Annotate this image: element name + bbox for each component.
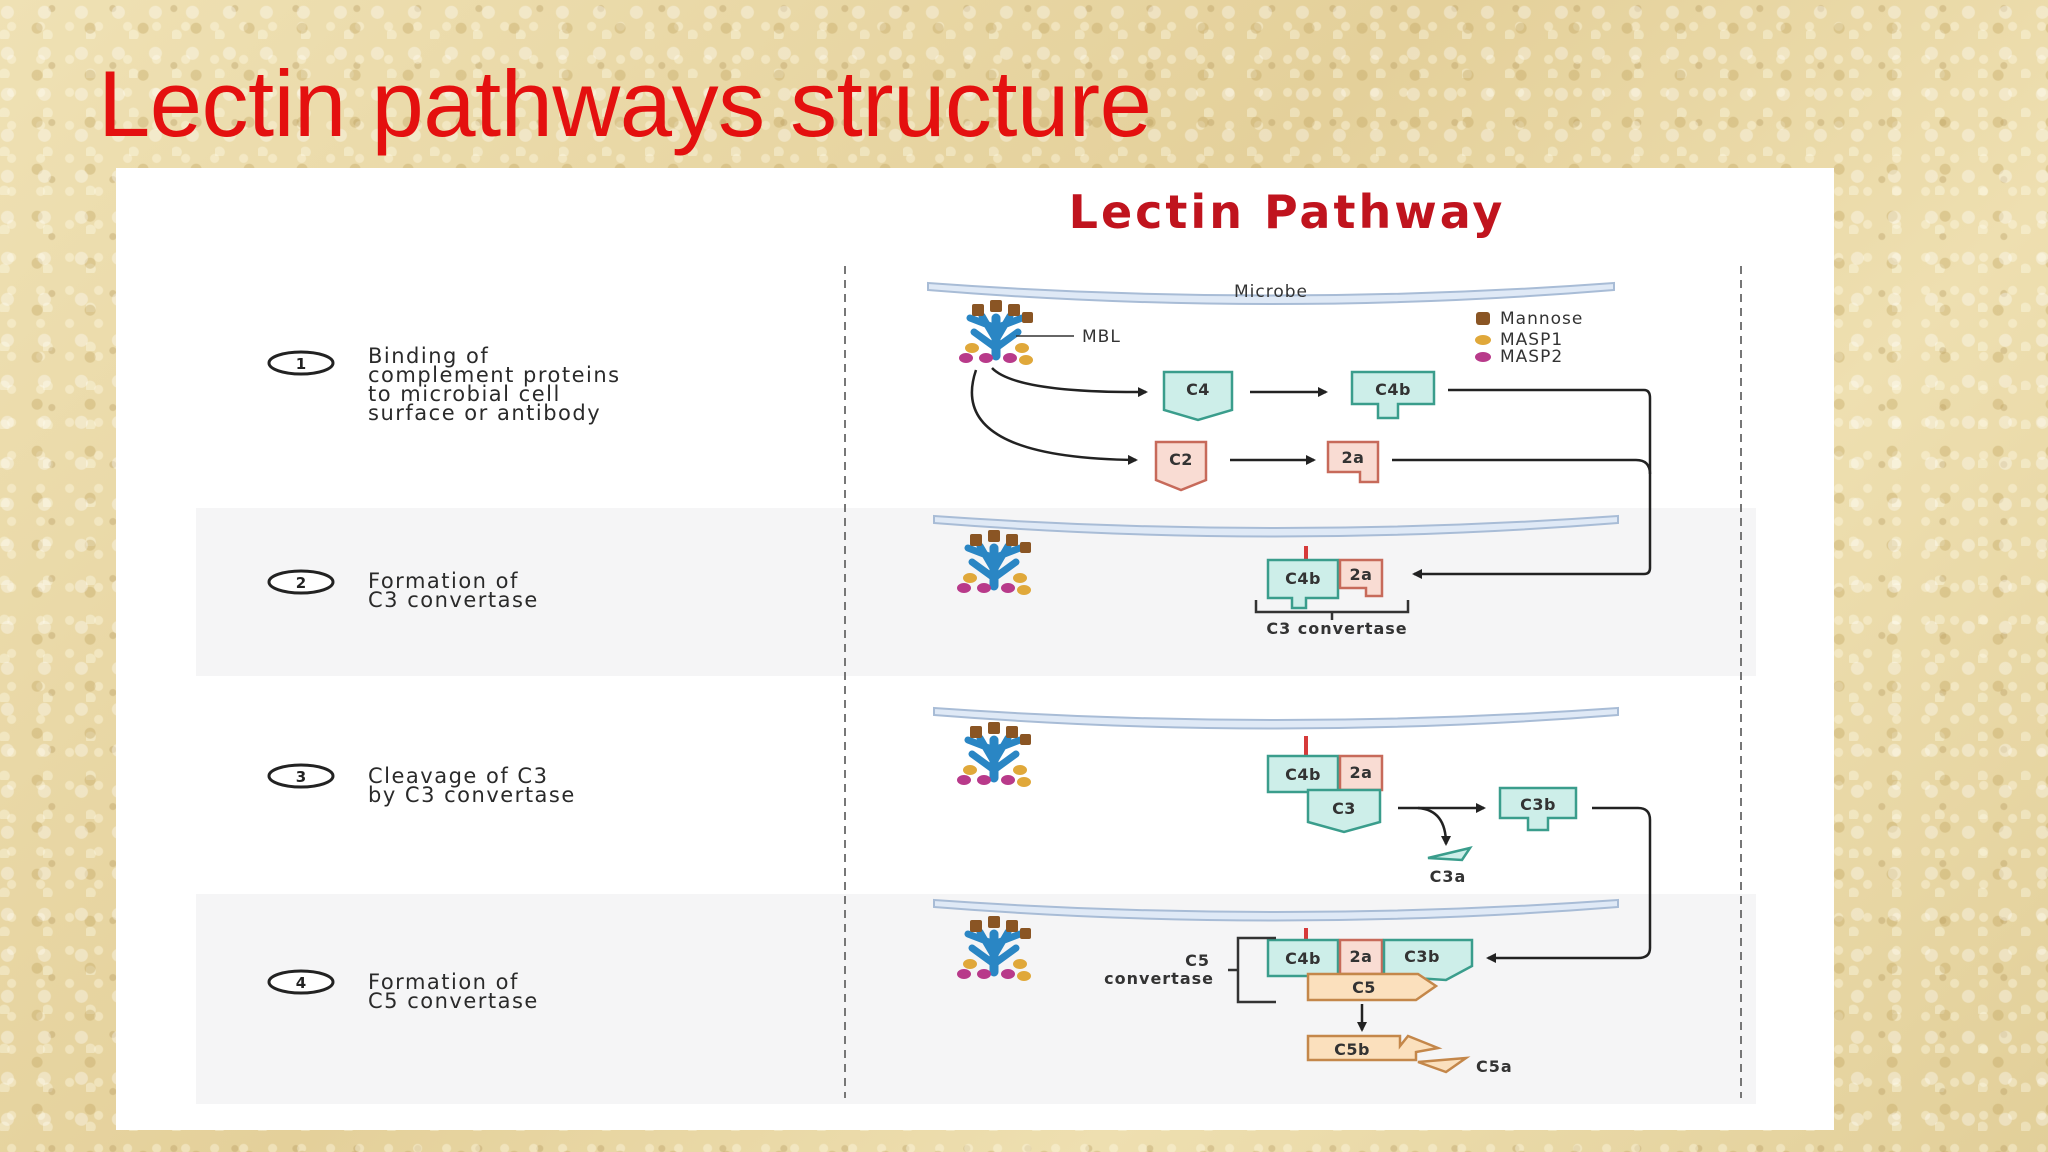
step-3-2a-label: 2a [1350,763,1373,782]
arrow-mbl-to-c2 [970,369,1138,465]
arrow-c3b-to-c5-convertase [1486,806,1652,963]
c3-label: C3 [1332,799,1356,818]
microbe-membrane-4 [933,898,1619,922]
legend-masp2-label: MASP2 [1500,347,1563,367]
legend-masp2-swatch [1475,352,1491,362]
step-4: 4 Formation of C5 convertase [267,969,539,1013]
microbe-membrane-1 [927,281,1615,305]
c2a-label: 2a [1342,448,1365,467]
c4b-protein [1350,370,1436,420]
step-1: 1 Binding of complement proteins to micr… [267,344,621,425]
line-2a-merge [1392,458,1652,475]
arrow-c4b-to-c3-convertase [1412,388,1652,579]
step-2-number: 2 [296,574,306,592]
c5-convertase-label-line-2: convertase [1104,969,1214,988]
legend-mannose-label: Mannose [1500,309,1583,329]
arrow-mbl-to-c4 [991,367,1148,398]
step-4-circle [267,969,335,995]
c2-label: C2 [1169,450,1193,469]
step-2-line-2: C3 convertase [368,588,539,612]
c5-label: C5 [1352,978,1376,997]
step-1-circle [267,350,335,376]
step-2: 2 Formation of C3 convertase [267,569,539,612]
legend-masp1-label: MASP1 [1500,330,1563,350]
lectin-pathway-figure: Lectin Pathway 1 Binding of complement p… [116,168,1834,1130]
c5-protein [1306,972,1439,1002]
c3a-label: C3a [1430,867,1467,886]
c2a-protein [1326,440,1380,484]
c5-convertase-c4b-label: C4b [1285,949,1321,968]
lectin-pathway-diagram: Lectin Pathway 1 Binding of complement p… [196,185,1756,1104]
c3-protein [1306,788,1382,834]
microbe-membrane-2 [933,514,1619,538]
slide-title: Lectin pathways structure [98,51,1152,156]
c4-protein [1162,370,1234,422]
mbl-1-icon [959,300,1033,365]
c3-convertase-c4b-label: C4b [1285,569,1321,588]
step-1-line-2: complement proteins [368,363,621,387]
arrow-c3-to-c3a [1417,806,1451,846]
legend-masp1-swatch [1475,335,1491,345]
step-3-line-2: by C3 convertase [368,783,576,807]
step-1-line-1: Binding of [368,344,489,368]
legend-mannose-swatch [1476,312,1490,325]
c5-convertase-2a-label: 2a [1350,947,1373,966]
diagram-title: Lectin Pathway [1069,185,1506,239]
step-1-number: 1 [296,355,306,373]
c3b-label: C3b [1520,795,1556,814]
c5-convertase-label-line-1: C5 [1185,951,1210,970]
step-4-number: 4 [296,974,306,992]
c3-convertase-c4b [1266,558,1340,610]
c5a-fragment [1417,1056,1471,1074]
c5-convertase-c3b [1382,938,1474,982]
c5-convertase-bracket [1228,936,1276,1004]
c5-convertase-c3b-label: C3b [1404,947,1440,966]
mbl-label: MBL [1082,327,1121,347]
c3-convertase-bracket [1254,600,1410,620]
c5b-protein [1306,1034,1443,1062]
c4b-label: C4b [1375,380,1411,399]
c5a-label: C5a [1476,1057,1513,1076]
c3a-fragment [1427,846,1473,862]
step-3-circle [267,763,335,789]
step-2-line-1: Formation of [368,569,519,593]
step-1-line-4: surface or antibody [368,401,601,425]
c3b-protein [1498,786,1578,832]
step-3: 3 Cleavage of C3 by C3 convertase [267,763,576,807]
c3-convertase-2a-label: 2a [1350,565,1373,584]
c3-convertase-2a [1338,558,1384,598]
microbe-label: Microbe [1234,282,1308,302]
step-3-2a [1338,754,1384,792]
mbl-3-icon [957,722,1031,787]
c3-convertase-label: C3 convertase [1266,619,1407,638]
microbe-membrane-3 [933,706,1619,730]
step-1-line-3: to microbial cell [368,382,561,406]
c4-label: C4 [1186,380,1210,399]
step-3-c4b-label: C4b [1285,765,1321,784]
legend: Mannose MASP1 MASP2 [1475,309,1583,367]
step-3-number: 3 [296,768,306,786]
step-4-line-1: Formation of [368,970,519,994]
step-2-circle [267,569,335,595]
c5b-label: C5b [1334,1040,1370,1059]
c2-protein [1154,440,1208,492]
step-3-line-1: Cleavage of C3 [368,764,548,788]
step-4-line-2: C5 convertase [368,989,539,1013]
